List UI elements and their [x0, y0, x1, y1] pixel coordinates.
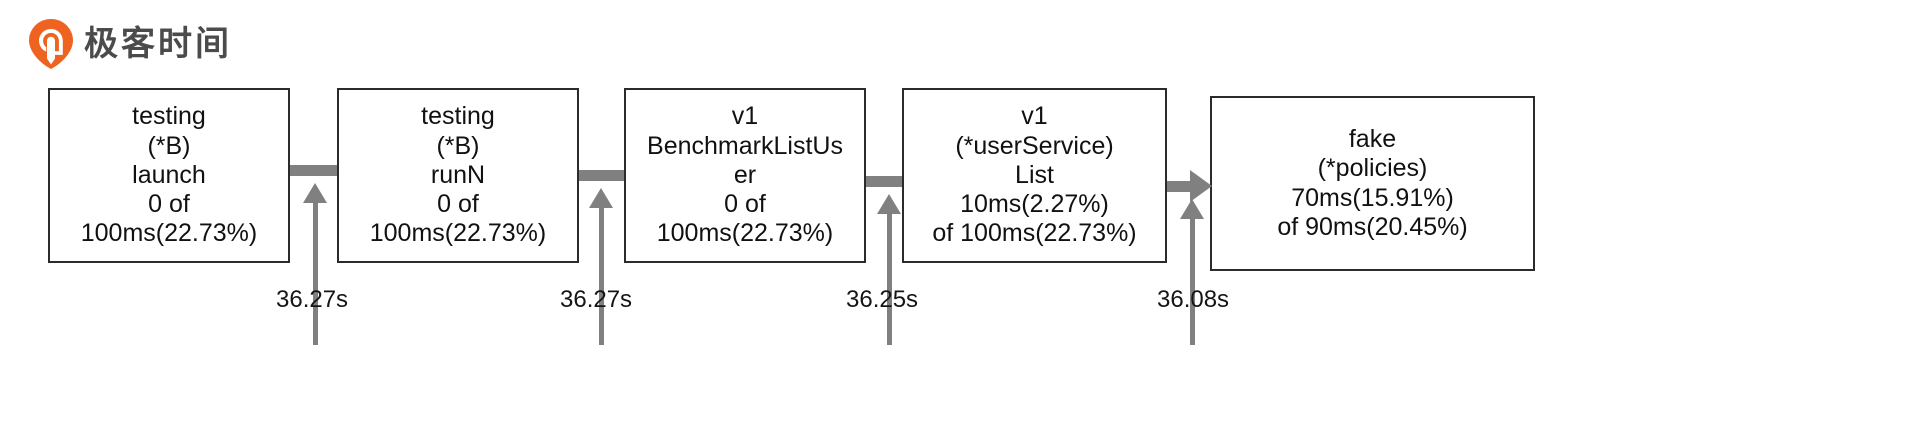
node-label: v1 BenchmarkListUs er 0 of 100ms(22.73%): [647, 102, 843, 248]
geektime-pin-logo-icon: [28, 18, 74, 70]
node-label: testing (*B) runN 0 of 100ms(22.73%): [369, 102, 547, 248]
timestamp-pointer-stem: [313, 200, 318, 345]
node-label: fake (*policies) 70ms(15.91%) of 90ms(20…: [1277, 125, 1468, 241]
graph-edge-launch-to-runN: [290, 165, 337, 176]
graph-edge-list-to-fake: [1167, 181, 1192, 192]
timestamp-pointer-arrow-icon: [1180, 199, 1204, 219]
timestamp-pointer-arrow-icon: [303, 183, 327, 203]
graph-node-v1-userservice-list[interactable]: v1 (*userService) List 10ms(2.27%) of 10…: [902, 88, 1167, 263]
timestamp-label-3: 36.25s: [846, 286, 919, 313]
timestamp-pointer-arrow-icon: [877, 194, 901, 214]
graph-edge-arrowhead-icon: [1190, 170, 1212, 202]
timestamp-label-2: 36.27s: [560, 286, 633, 313]
node-label: v1 (*userService) List 10ms(2.27%) of 10…: [932, 102, 1137, 248]
node-label: testing (*B) launch 0 of 100ms(22.73%): [80, 102, 258, 248]
graph-node-fake-policies[interactable]: fake (*policies) 70ms(15.91%) of 90ms(20…: [1210, 96, 1535, 271]
graph-edge-benchmark-to-list: [866, 176, 902, 187]
timestamp-pointer-stem: [1190, 216, 1195, 345]
timestamp-label-4: 36.08s: [1157, 286, 1230, 313]
graph-node-v1-benchmarklistuser[interactable]: v1 BenchmarkListUs er 0 of 100ms(22.73%): [624, 88, 866, 263]
timestamp-label-1: 36.27s: [276, 286, 349, 313]
graph-node-testing-launch[interactable]: testing (*B) launch 0 of 100ms(22.73%): [48, 88, 290, 263]
brand-wordmark: 极客时间: [84, 24, 232, 64]
graph-node-testing-runN[interactable]: testing (*B) runN 0 of 100ms(22.73%): [337, 88, 579, 263]
brand-logo: 极客时间: [28, 18, 232, 70]
timestamp-pointer-stem: [887, 211, 892, 345]
timestamp-pointer-arrow-icon: [589, 188, 613, 208]
graph-edge-runN-to-benchmark: [579, 170, 624, 181]
timestamp-pointer-stem: [599, 205, 604, 345]
